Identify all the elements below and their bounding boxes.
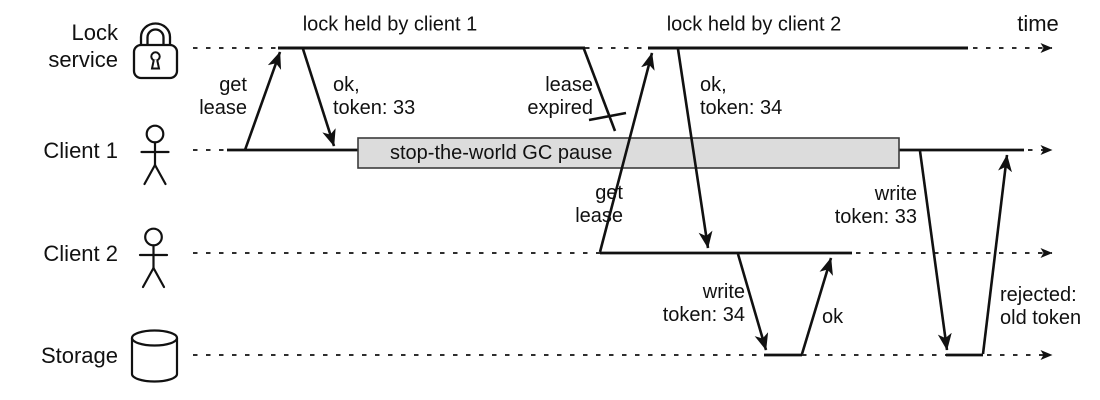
lane-label-storage: Storage [40, 343, 118, 368]
person-leg [143, 163, 157, 186]
arrow-write-token-34 [736, 253, 769, 351]
arrow-ok-write-34 [800, 257, 833, 355]
arrow-get-lease-1 [243, 51, 282, 151]
padlock-keyhole-stem [150, 59, 161, 70]
database-top [130, 329, 179, 347]
lease-expired-cross [588, 111, 627, 122]
arrow-write-token-33 [918, 150, 952, 351]
lock-held-bar-2-label: lock held by client 2 [666, 13, 842, 36]
message-label-ok-token-33: ok, token: 33 [333, 74, 416, 119]
person-leg [141, 266, 155, 289]
padlock-shackle-outer [139, 22, 172, 46]
message-label-write-token-33: write token: 33 [834, 183, 917, 228]
lane-label-client-2: Client 2 [43, 241, 118, 266]
message-label-get-lease-1: get lease [199, 74, 247, 119]
time-axis-label: time [1017, 11, 1059, 36]
message-label-get-lease-2: get lease [575, 182, 623, 227]
lane-label-client-1: Client 1 [43, 138, 118, 163]
person-leg [153, 163, 167, 186]
message-label-ok-token-34: ok, token: 34 [700, 74, 783, 119]
gc-pause-label: stop-the-world GC pause [390, 142, 613, 164]
arrow-ok-token-33 [301, 48, 336, 147]
person-leg [152, 266, 166, 289]
message-label-ok-write-34: ok [822, 306, 844, 328]
message-label-write-token-34: write token: 34 [662, 281, 745, 326]
database-body [130, 338, 179, 383]
lane-label-lock-service: Lock service [48, 20, 118, 72]
message-label-rejected: rejected: old token [1000, 284, 1082, 329]
person-head [145, 124, 165, 144]
lock-held-bar-1-label: lock held by client 1 [302, 13, 478, 36]
message-arrows [243, 48, 1012, 355]
arrow-get-lease-2 [598, 52, 655, 253]
person-icon [140, 124, 170, 186]
arrow-ok-token-34 [676, 48, 713, 249]
message-label-lease-expired: lease expired [527, 74, 593, 119]
padlock-icon [132, 22, 179, 80]
database-icon [130, 329, 179, 383]
person-icon [138, 227, 169, 289]
arrow-rejected [981, 154, 1012, 355]
person-head [144, 227, 163, 247]
padlock-shackle-inner [146, 28, 165, 46]
